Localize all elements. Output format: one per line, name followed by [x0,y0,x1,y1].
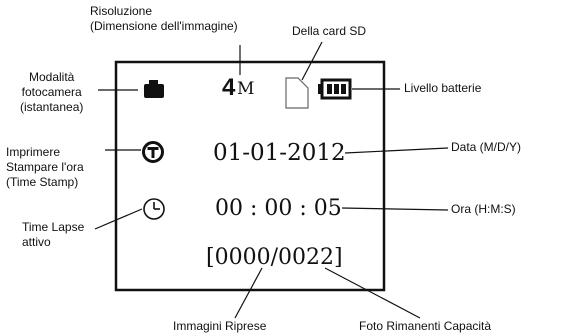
clock-icon [143,198,165,220]
timestamp-label-line2: Stampare l'ora [6,160,84,174]
time-leader [341,207,449,211]
camera-mode-label-line3: (istantanea) [20,100,84,114]
image-counter: [0000/0022] [206,245,343,270]
timelapse-label: Time Lapse attivo [22,220,84,250]
resolution-label: Risoluzione (Dimensione dell'immagine) [90,4,238,34]
sd-card-icon [285,77,309,109]
resolution-unit: M [237,79,255,99]
resolution-label-line2: (Dimensione dell'immagine) [90,19,238,33]
date-format-label: Data (M/D/Y) [451,140,522,154]
camera-mode-label-line1: Modalità [29,70,75,84]
camera-mode-label: Modalità fotocamera (istantanea) [20,70,83,115]
resolution-label-line1: Risoluzione [90,4,153,18]
date-leader [344,147,449,154]
timestamp-label-line1: Imprimere [6,145,61,159]
remaining-capacity-label: Foto Rimanenti Capacità [359,319,492,333]
battery-level-label: Livello batterie [404,81,482,95]
images-taken-label: Immagini Riprese [173,319,267,333]
timestamp-label-line3: (Time Stamp) [6,175,79,189]
timestamp-icon [142,141,164,163]
timestamp-label: Imprimere Stampare l'ora (Time Stamp) [6,145,84,190]
remaining-capacity-leader [324,267,421,319]
resolution-number: 4 [222,74,236,101]
time-value: 00 : 00 : 05 [215,196,342,221]
leader-lines [94,41,449,319]
battery-icon [318,78,352,100]
images-taken-leader [234,267,263,319]
timelapse-label-line1: Time Lapse [22,220,85,234]
timelapse-label-line2: attivo [22,235,51,249]
camera-mode-label-line2: fotocamera [21,85,82,99]
sd-card-leader [301,41,323,81]
camera-icon [144,80,164,98]
date-value: 01-01-2012 [213,140,346,166]
timelapse-leader [94,208,143,230]
time-format-label: Ora (H:M:S) [451,202,516,216]
sd-card-label: Della card SD [292,24,367,38]
